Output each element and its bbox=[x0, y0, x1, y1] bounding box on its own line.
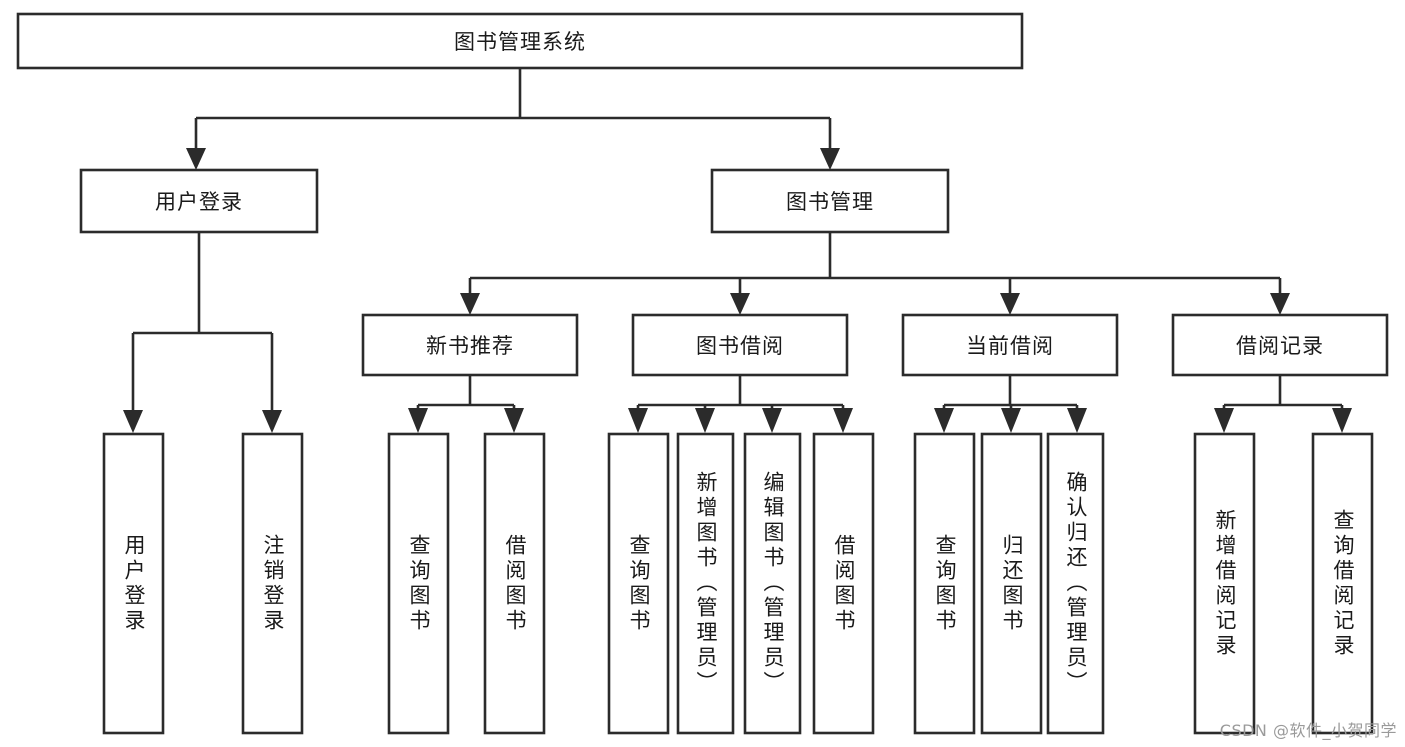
node-leaf-borrow-book-1-box[interactable] bbox=[483, 432, 546, 735]
connector-book-manage-to-level3 bbox=[460, 232, 1290, 315]
arrow-head-icon bbox=[1332, 408, 1352, 433]
arrow-head-icon bbox=[762, 408, 782, 433]
connector-root-to-level2 bbox=[186, 68, 840, 170]
arrow-head-icon bbox=[408, 408, 428, 433]
node-book-borrow-box[interactable] bbox=[631, 313, 849, 377]
arrow-head-icon bbox=[1270, 293, 1290, 315]
arrow-head-icon bbox=[123, 410, 143, 433]
connector-user-login-to-leaves bbox=[123, 232, 282, 433]
arrow-head-icon bbox=[730, 293, 750, 315]
arrow-head-icon bbox=[1214, 408, 1234, 433]
node-leaf-query-book-3-box[interactable] bbox=[913, 432, 976, 735]
connector-borrow-record-to-leaves bbox=[1214, 375, 1352, 433]
node-current-borrow-box[interactable] bbox=[901, 313, 1119, 377]
arrow-head-icon bbox=[934, 408, 954, 433]
node-leaf-query-book-1-box[interactable] bbox=[387, 432, 450, 735]
arrow-head-icon bbox=[820, 148, 840, 170]
arrow-head-icon bbox=[460, 293, 480, 315]
node-leaf-user-login-box[interactable] bbox=[102, 432, 165, 735]
connector-current-borrow-to-leaves bbox=[934, 375, 1087, 433]
node-leaf-return-book-box[interactable] bbox=[980, 432, 1043, 735]
csdn-watermark: CSDN @软件_小贺同学 bbox=[1219, 721, 1397, 740]
arrow-head-icon bbox=[504, 408, 524, 433]
connector-new-book-recommend-to-leaves bbox=[408, 375, 524, 433]
node-leaf-query-record-box[interactable] bbox=[1311, 432, 1374, 735]
node-new-book-recommend-box[interactable] bbox=[361, 313, 579, 377]
node-leaf-edit-book-box[interactable] bbox=[743, 432, 802, 735]
node-leaf-borrow-book-2-box[interactable] bbox=[812, 432, 875, 735]
node-book-manage-box[interactable] bbox=[710, 168, 950, 234]
node-leaf-add-book-box[interactable] bbox=[676, 432, 735, 735]
node-leaf-query-book-2-box[interactable] bbox=[607, 432, 670, 735]
node-user-login-box[interactable] bbox=[79, 168, 319, 234]
node-leaf-user-logout-box[interactable] bbox=[241, 432, 304, 735]
arrow-head-icon bbox=[833, 408, 853, 433]
arrow-head-icon bbox=[628, 408, 648, 433]
connector-book-borrow-to-leaves bbox=[628, 375, 853, 433]
arrow-head-icon bbox=[1067, 408, 1087, 433]
node-root-box[interactable] bbox=[16, 12, 1024, 70]
arrow-head-icon bbox=[695, 408, 715, 433]
arrow-head-icon bbox=[1000, 293, 1020, 315]
arrow-head-icon bbox=[262, 410, 282, 433]
node-borrow-record-box[interactable] bbox=[1171, 313, 1389, 377]
arrow-head-icon bbox=[186, 148, 206, 170]
node-leaf-confirm-return-box[interactable] bbox=[1046, 432, 1105, 735]
arrow-head-icon bbox=[1001, 408, 1021, 433]
node-leaf-add-record-box[interactable] bbox=[1193, 432, 1256, 735]
